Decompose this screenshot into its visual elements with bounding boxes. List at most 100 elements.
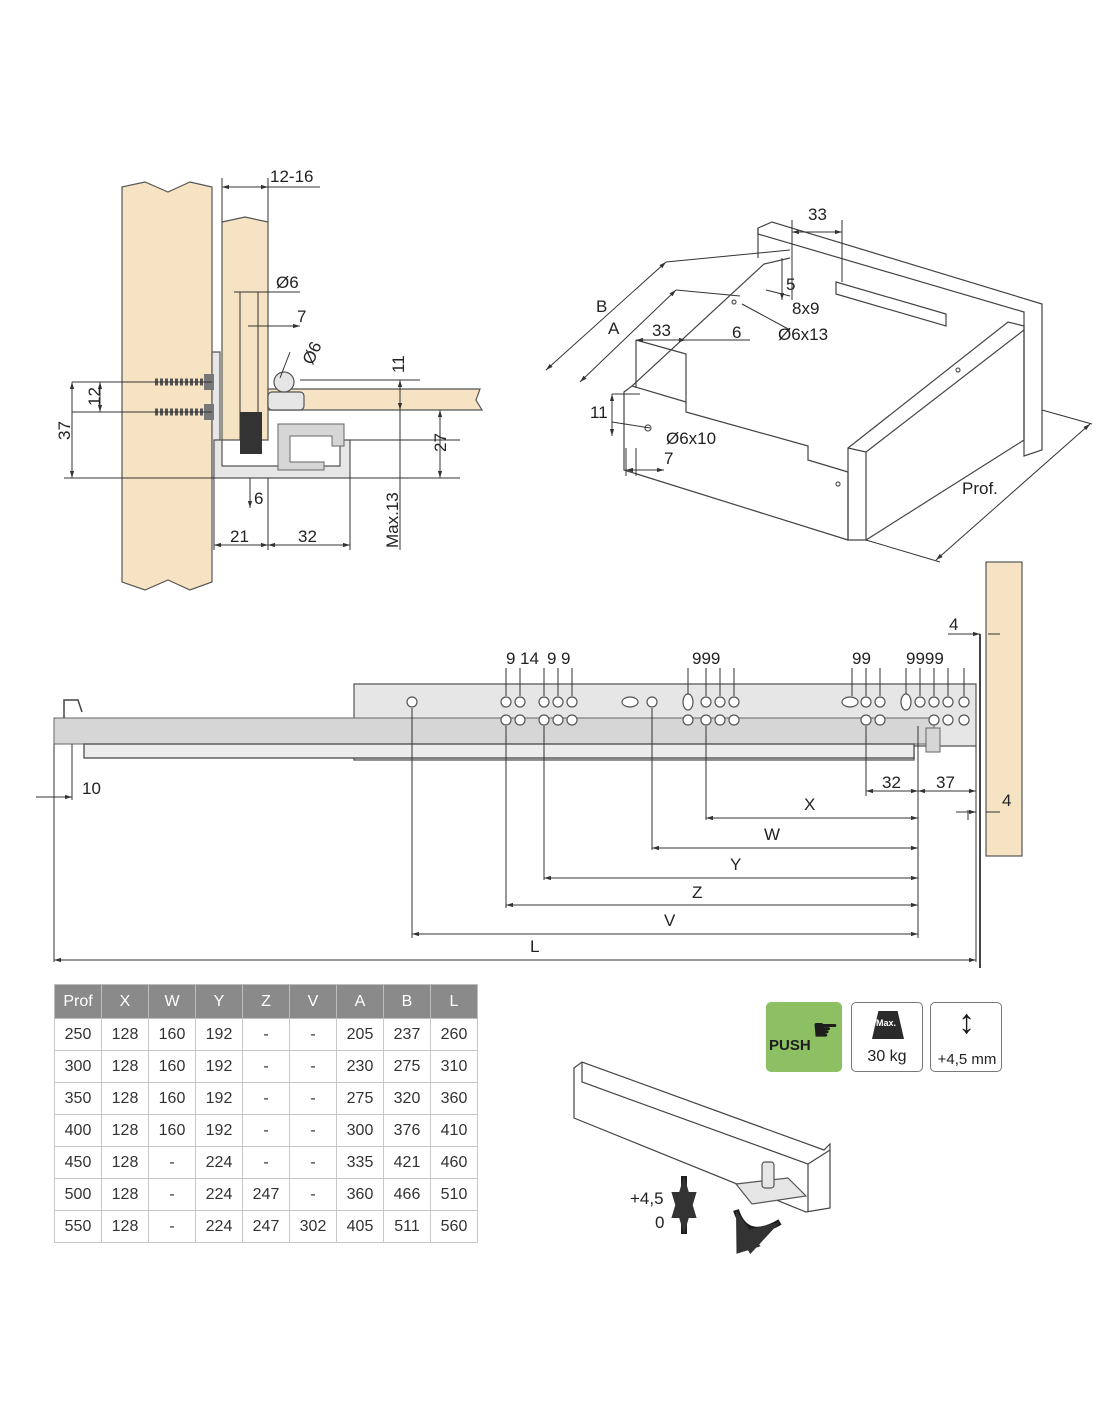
dim-max13-label: Max.13 — [383, 492, 402, 548]
table-cell: - — [242, 1082, 290, 1115]
dim-14-label: 14 — [520, 649, 539, 668]
dim-7-label: 7 — [297, 307, 306, 326]
dim-999-label: 999 — [692, 649, 720, 668]
table-cell: 260 — [430, 1018, 478, 1051]
table-cell: - — [289, 1146, 337, 1179]
table-cell: 128 — [101, 1018, 149, 1051]
table-cell: - — [148, 1210, 196, 1243]
dim-12-label: 12 — [85, 387, 104, 406]
table-cell: 128 — [101, 1178, 149, 1211]
dim-z-label: Z — [692, 883, 702, 902]
dim-32-label: 32 — [882, 773, 901, 792]
dim-d6-pin-label: Ø6 — [299, 339, 326, 368]
drawer-side-panel — [221, 216, 269, 441]
runner-inner-profile — [277, 423, 345, 471]
table-cell: 160 — [148, 1114, 196, 1147]
table-cell: 224 — [195, 1178, 243, 1211]
dim-4-top-label: 4 — [949, 615, 958, 634]
dim-d6x10-label: Ø6x10 — [666, 429, 716, 448]
table-cell: 230 — [336, 1050, 384, 1083]
dim-b-label: B — [596, 297, 607, 316]
push-to-open-badge: PUSH ☛ — [766, 1002, 842, 1072]
table-cell: 550 — [54, 1210, 102, 1243]
drawer-isometric-view: 33 5 8x9 B A 33 6 Ø6x13 11 Ø6x10 7 Prof. — [545, 205, 1093, 563]
dim-9-a-label: 9 — [506, 649, 515, 668]
table-cell: 224 — [195, 1210, 243, 1243]
table-cell: 205 — [336, 1018, 384, 1051]
table-cell: 247 — [242, 1210, 290, 1243]
dim-6-label: 6 — [254, 489, 263, 508]
col-header: Prof — [54, 984, 102, 1019]
dim-d6-top-label: Ø6 — [276, 273, 299, 292]
dim-9999-label: 9999 — [906, 649, 944, 668]
table-cell: 250 — [54, 1018, 102, 1051]
col-header: X — [101, 984, 149, 1019]
table-cell: - — [289, 1050, 337, 1083]
load-value: 30 kg — [867, 1048, 907, 1065]
table-cell: 192 — [195, 1050, 243, 1083]
table-cell: 302 — [289, 1210, 337, 1243]
runner-side-view: 4 9 14 9 9 999 99 9999 10 32 37 4 X W Y … — [36, 561, 1023, 968]
dim-y-label: Y — [730, 855, 741, 874]
table-header-row: Prof X W Y Z V A B L — [54, 984, 478, 1019]
table-cell: 310 — [430, 1050, 478, 1083]
table-cell: - — [242, 1018, 290, 1051]
table-cell: 128 — [101, 1114, 149, 1147]
dim-21-label: 21 — [230, 527, 249, 546]
dim-27-label: 27 — [431, 433, 450, 452]
dim-8x9-label: 8x9 — [792, 299, 819, 318]
table-cell: - — [242, 1114, 290, 1147]
runner-holes — [406, 693, 970, 726]
table-cell: 160 — [148, 1018, 196, 1051]
table-cell: 320 — [383, 1082, 431, 1115]
col-header: B — [383, 984, 431, 1019]
dim-w-label: W — [764, 825, 780, 844]
adjust-plus-label: +4,5 — [630, 1189, 664, 1208]
table-cell: 360 — [430, 1082, 478, 1115]
table-cell: - — [242, 1050, 290, 1083]
col-header: Z — [242, 984, 290, 1019]
push-label: PUSH — [769, 1037, 811, 1054]
table-cell: 405 — [336, 1210, 384, 1243]
table-cell: 224 — [195, 1146, 243, 1179]
dim-9-c-label: 9 — [561, 649, 570, 668]
dim-5-label: 5 — [786, 275, 795, 294]
table-cell: 128 — [101, 1050, 149, 1083]
col-header: V — [289, 984, 337, 1019]
table-cell: 128 — [101, 1146, 149, 1179]
dim-32-label: 32 — [298, 527, 317, 546]
dim-99-label: 99 — [852, 649, 871, 668]
pointing-hand-icon: ☛ — [812, 1014, 839, 1047]
adjust-pin — [273, 371, 295, 393]
col-header: L — [430, 984, 478, 1019]
dim-7-label: 7 — [664, 449, 673, 468]
table-cell: 192 — [195, 1082, 243, 1115]
back-notch — [835, 281, 947, 327]
dim-prof-label: Prof. — [962, 479, 998, 498]
dim-l-label: L — [530, 937, 539, 956]
table-cell: 410 — [430, 1114, 478, 1147]
dim-x-label: X — [804, 795, 815, 814]
adjust-bolt — [761, 1161, 775, 1189]
table-cell: 335 — [336, 1146, 384, 1179]
adjust-zero-label: 0 — [655, 1213, 664, 1232]
cabinet-side-panel — [121, 181, 213, 591]
height-adjust-badge: ↕ +4,5 mm — [930, 1002, 1002, 1072]
section-view: 12-16 Ø6 7 Ø6 11 12 37 27 6 Max.13 21 32 — [55, 167, 484, 591]
table-cell: 128 — [101, 1210, 149, 1243]
dim-11-label: 11 — [590, 403, 608, 422]
adjust-value: +4,5 mm — [937, 1051, 997, 1068]
table-cell: 275 — [336, 1082, 384, 1115]
runner-moving-rail — [53, 717, 935, 745]
table-cell: 128 — [101, 1082, 149, 1115]
table-cell: - — [289, 1082, 337, 1115]
max-load-badge: Max. 30 kg — [851, 1002, 923, 1072]
height-adjust-detail: +4,5 0 — [573, 1061, 831, 1255]
table-cell: 247 — [242, 1178, 290, 1211]
